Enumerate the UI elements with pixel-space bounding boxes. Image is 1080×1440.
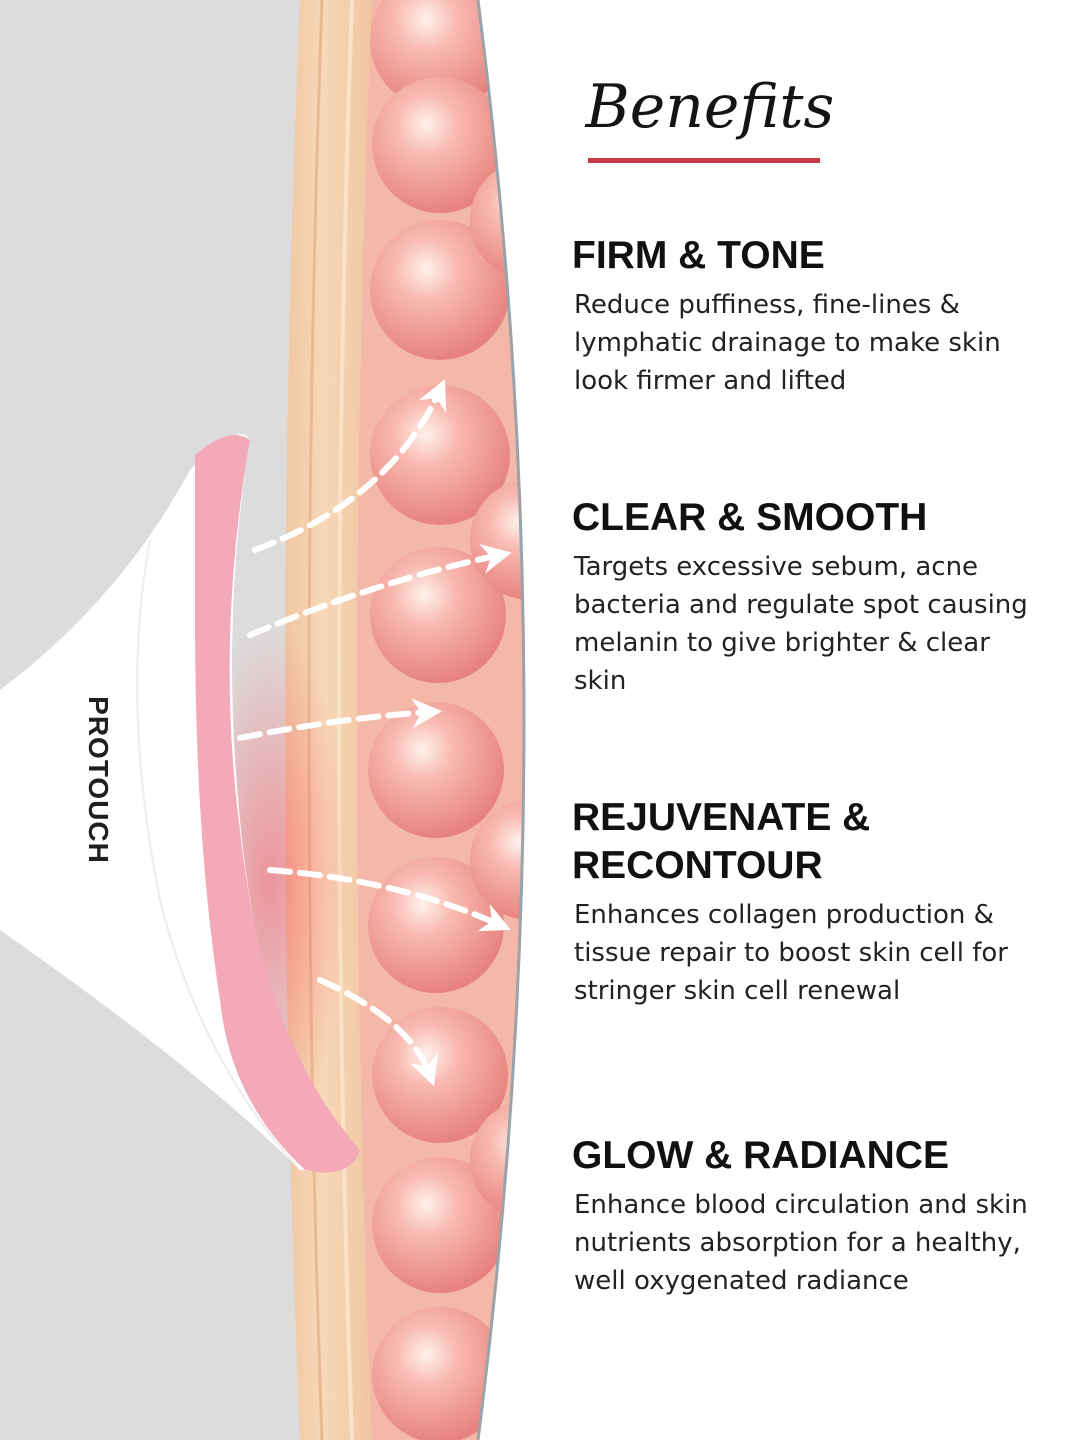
- benefit-description: Reduce puffiness, fine-lines & lymphatic…: [574, 290, 1001, 396]
- benefit-description: Targets excessive sebum, acne bacteria a…: [574, 552, 1028, 696]
- benefits-heading: Benefits: [585, 72, 835, 142]
- benefit-firm-tone: FIRM & TONE Reduce puffiness, fine-lines…: [572, 232, 1052, 400]
- device-pad: [195, 435, 360, 1173]
- benefit-rejuvenate-recontour: REJUVENATE & RECONTOUR Enhances collagen…: [572, 794, 1052, 1010]
- skin-edge: [476, 0, 526, 1440]
- benefit-title: GLOW & RADIANCE: [572, 1134, 949, 1177]
- skin-cells: [368, 0, 524, 1440]
- benefit-title: CLEAR & SMOOTH: [572, 496, 928, 539]
- benefit-title: REJUVENATE & RECONTOUR: [572, 796, 871, 887]
- brand-logo-text: PROTOUCH: [83, 696, 114, 864]
- heading-underline: [588, 158, 820, 163]
- benefit-title: FIRM & TONE: [572, 234, 825, 277]
- skin-device-illustration: [0, 0, 526, 1440]
- benefit-glow-radiance: GLOW & RADIANCE Enhance blood circulatio…: [572, 1132, 1052, 1300]
- benefit-description: Enhance blood circulation and skin nutri…: [574, 1190, 1028, 1296]
- benefit-description: Enhances collagen production & tissue re…: [574, 900, 1008, 1006]
- benefit-clear-smooth: CLEAR & SMOOTH Targets excessive sebum, …: [572, 494, 1052, 700]
- energy-arrows: [237, 379, 512, 1087]
